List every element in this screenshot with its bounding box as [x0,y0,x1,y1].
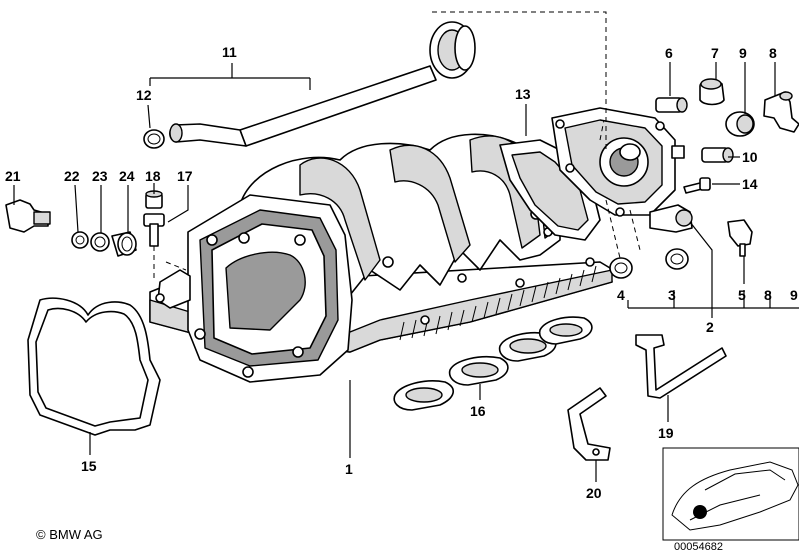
o-ring-4[interactable] [609,257,633,279]
callout-20: 20 [586,485,602,501]
callout-2: 2 [706,319,714,335]
callout-21: 21 [5,168,21,184]
bracket-19[interactable] [635,334,727,399]
callout-8: 8 [769,45,777,61]
callout-labels: 11 12 13 6 7 9 8 10 14 21 22 23 24 18 17… [5,44,798,501]
diagram-id: 00054682 [674,541,723,553]
callout-16: 16 [470,403,486,419]
throttle-housing[interactable] [551,107,693,233]
callout-13: 13 [515,86,531,102]
callout-15: 15 [81,458,97,474]
callout-4: 4 [617,287,625,303]
o-ring-3[interactable] [665,248,689,270]
car-thumbnail [662,447,799,541]
callout-9b: 9 [790,287,798,303]
callout-6: 6 [665,45,673,61]
copyright-notice: © BMW AG [36,527,103,542]
sleeve-6[interactable] [655,97,688,113]
elbow-fitting-8[interactable] [763,91,799,133]
grommet-9[interactable] [725,111,755,137]
sensor-21[interactable] [5,199,51,233]
callout-14: 14 [742,176,758,192]
leader-lines [13,62,799,482]
screw-14[interactable] [683,177,711,194]
callout-12: 12 [136,87,152,103]
ring-23[interactable] [90,232,110,252]
intake-manifold[interactable] [149,133,613,383]
callout-8b: 8 [764,287,772,303]
o-ring-12[interactable] [143,129,165,149]
ring-22[interactable] [71,231,89,249]
screw-17[interactable] [143,213,165,247]
callout-18: 18 [145,168,161,184]
callout-9: 9 [739,45,747,61]
gaskets-16[interactable] [393,316,593,411]
callout-1: 1 [345,461,353,477]
vent-tube[interactable] [169,21,476,147]
clip-7[interactable] [699,78,725,106]
sleeve-24[interactable] [111,231,137,257]
callout-7: 7 [711,45,719,61]
callout-24: 24 [119,168,135,184]
bracket-20[interactable] [567,387,611,461]
callout-3: 3 [668,287,676,303]
callout-23: 23 [92,168,108,184]
callout-11: 11 [222,44,237,60]
sleeve-10[interactable] [701,147,734,163]
callout-19: 19 [658,425,674,441]
callout-10: 10 [742,149,758,165]
gasket-15[interactable] [27,297,161,436]
sensor-5[interactable] [727,219,753,257]
callout-22: 22 [64,168,80,184]
dashed-lines [153,11,641,278]
callout-17: 17 [177,168,193,184]
callout-5: 5 [738,287,746,303]
